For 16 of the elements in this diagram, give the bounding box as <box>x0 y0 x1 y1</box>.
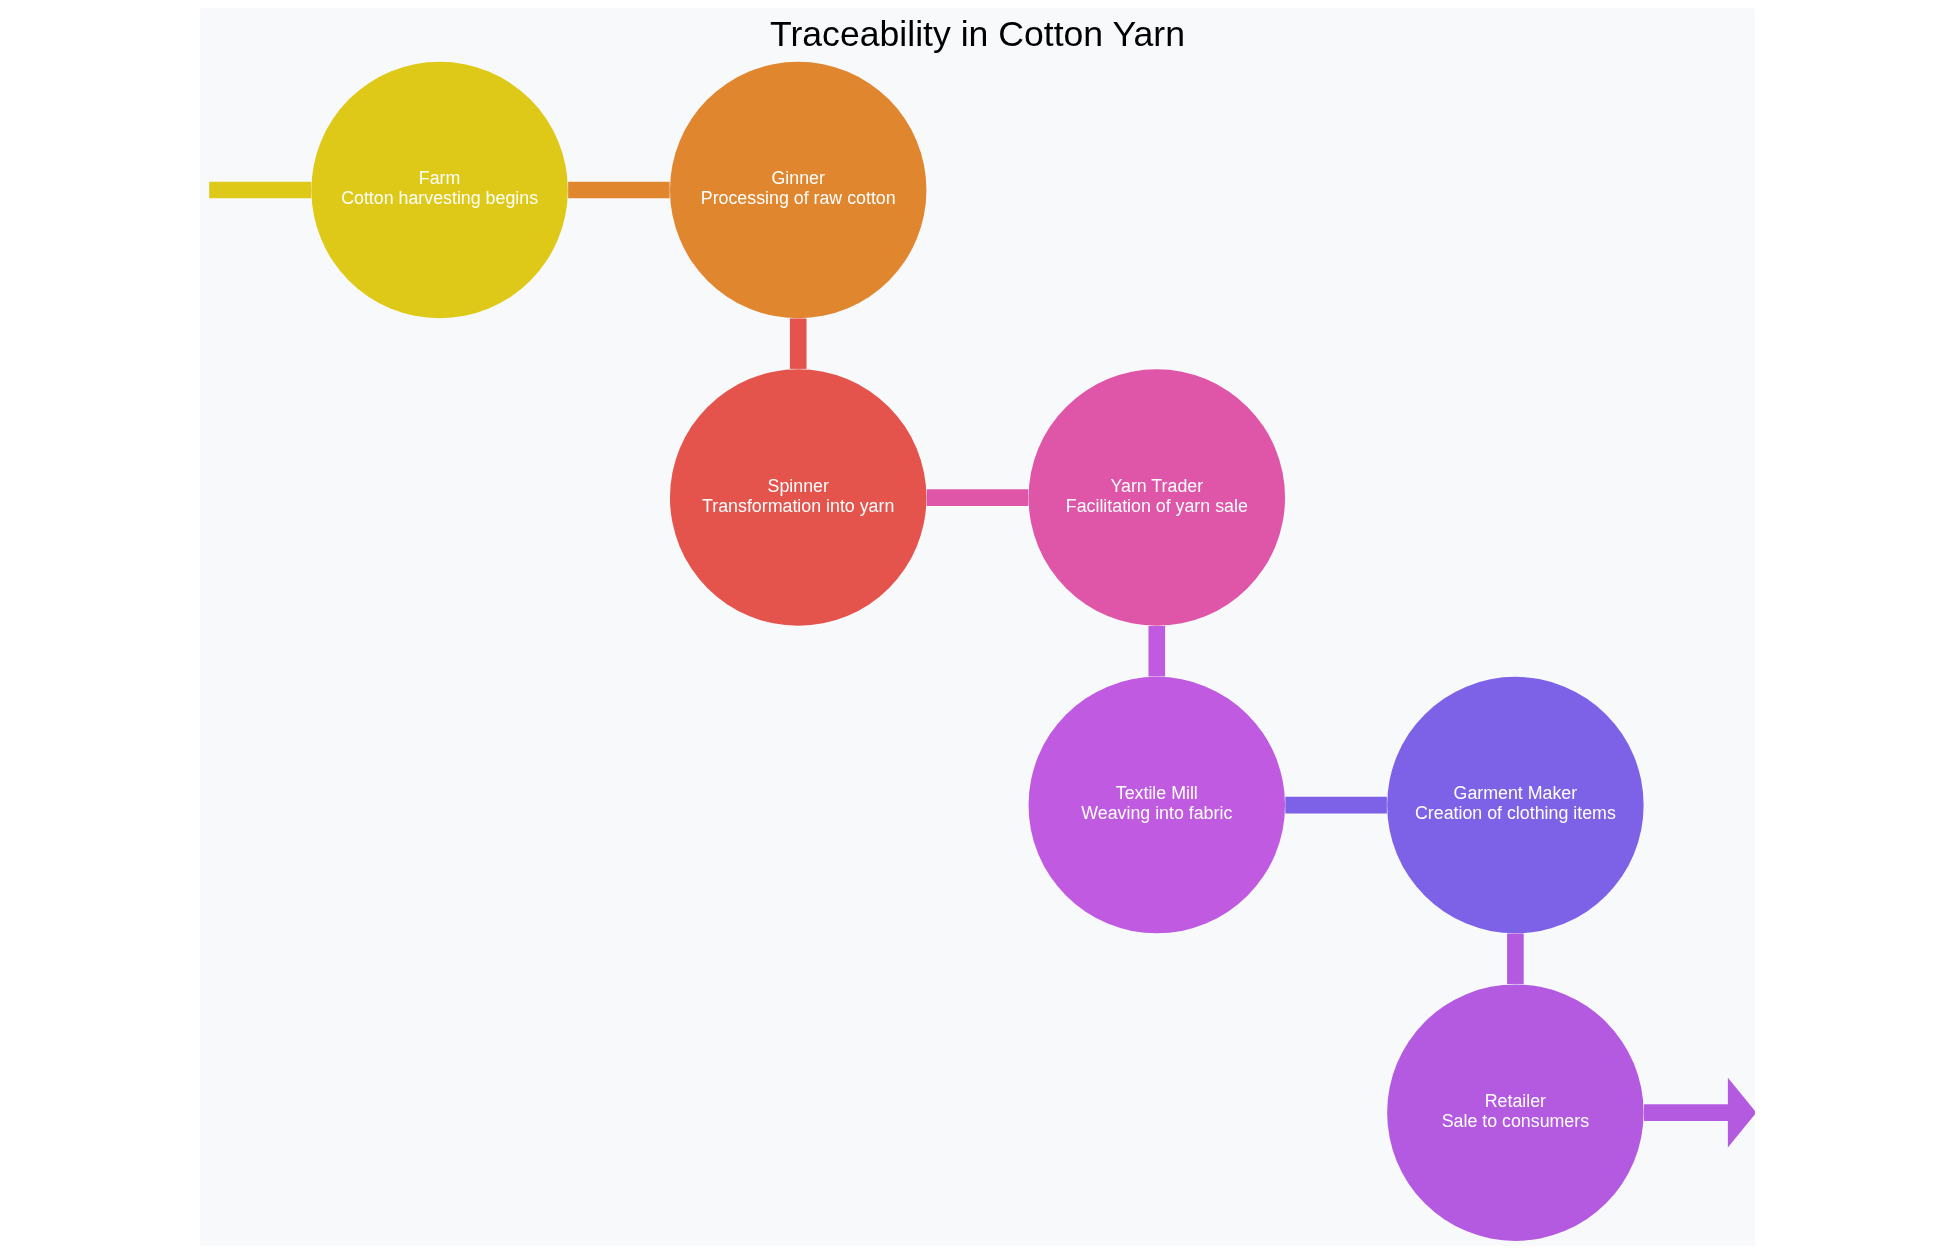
connector <box>789 318 806 369</box>
connector <box>1148 625 1165 677</box>
node-circle: Ginner Processing of raw cotton <box>669 61 926 319</box>
node-circle: Retailer Sale to consumers <box>1386 984 1644 1241</box>
node-circle: Yarn Trader Facilitation of yarn sale <box>1028 369 1285 626</box>
node-circle: Textile Mill Weaving into fabric <box>1028 676 1285 934</box>
node-circle: Farm Cotton harvesting begins <box>310 61 568 319</box>
connector <box>1284 796 1387 814</box>
connector <box>567 181 670 199</box>
node-circle: Spinner Transformation into yarn <box>669 369 926 626</box>
connector <box>208 181 311 199</box>
connector <box>926 489 1028 506</box>
connector <box>1506 933 1524 984</box>
diagram-title: Traceability in Cotton Yarn <box>769 14 1185 55</box>
arrow <box>1643 1077 1755 1148</box>
node-circle: Garment Maker Creation of clothing items <box>1386 676 1644 934</box>
